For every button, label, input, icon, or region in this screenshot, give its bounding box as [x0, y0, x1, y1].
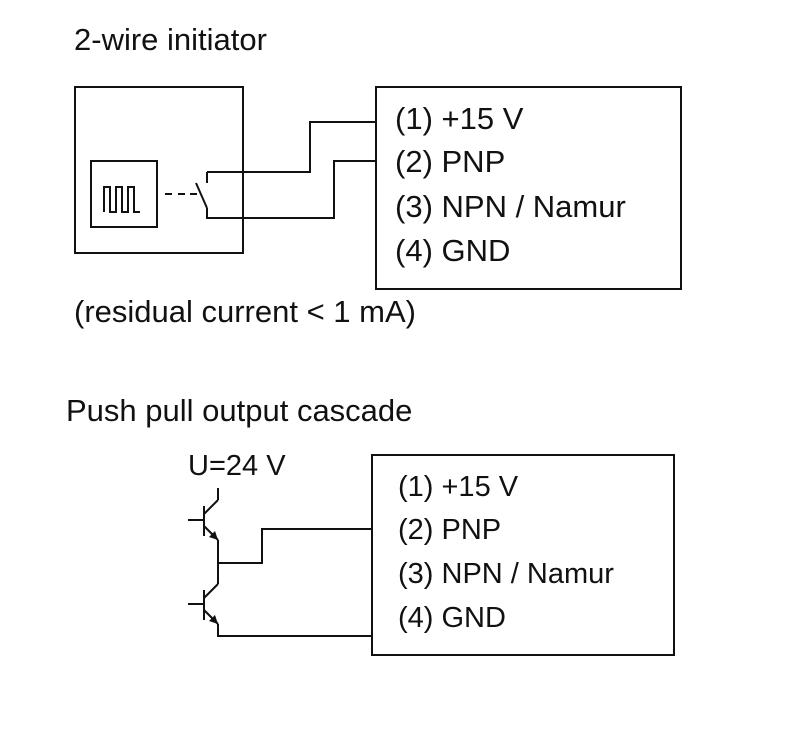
lower-transistor-icon — [188, 583, 219, 625]
switch-contact-icon — [165, 171, 233, 219]
terminal-block-top — [375, 86, 682, 290]
initiator-wiring — [233, 121, 376, 219]
terminal-bottom-2: (2) PNP — [398, 514, 501, 546]
upper-transistor-icon — [188, 488, 219, 541]
terminal-block-bottom — [371, 454, 675, 656]
initiator-housing — [74, 86, 244, 254]
initiator-title: 2-wire initiator — [74, 22, 267, 57]
supply-voltage-label: U=24 V — [188, 450, 286, 482]
residual-current-note: (residual current < 1 mA) — [74, 294, 416, 329]
terminal-top-1: (1) +15 V — [395, 101, 524, 136]
terminal-top-4: (4) GND — [395, 233, 510, 268]
push-pull-title: Push pull output cascade — [66, 393, 412, 428]
terminal-top-3: (3) NPN / Namur — [395, 189, 626, 224]
push-pull-wiring — [217, 528, 372, 637]
terminal-bottom-1: (1) +15 V — [398, 471, 519, 503]
terminal-bottom-4: (4) GND — [398, 602, 506, 634]
pulse-generator-icon — [90, 160, 158, 228]
terminal-top-2: (2) PNP — [395, 144, 505, 179]
terminal-bottom-3: (3) NPN / Namur — [398, 558, 614, 590]
